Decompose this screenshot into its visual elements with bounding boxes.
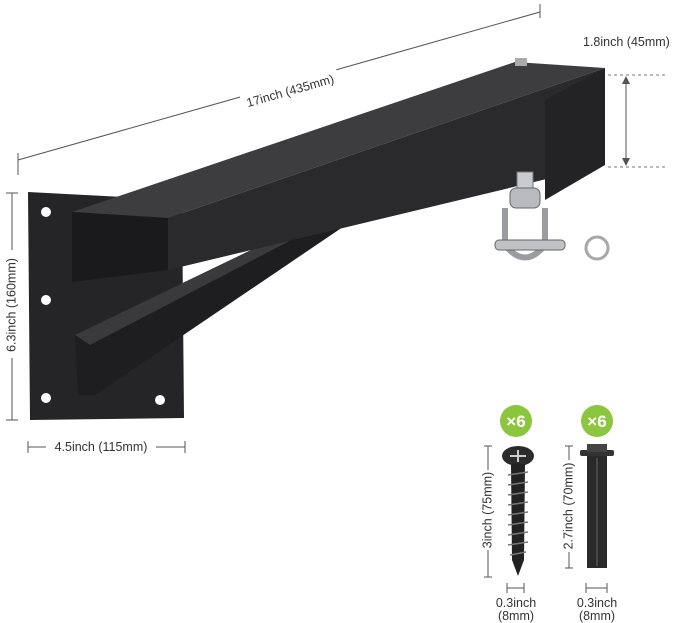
quantity-badge-text: ×6 — [587, 412, 606, 431]
wood-screw: ×6 3inch (75mm) 0.3inch (8mm) — [480, 405, 536, 623]
plate-width-label: 4.5inch (115mm) — [55, 440, 148, 454]
tube-size-label: 1.8inch (45mm) — [583, 35, 670, 49]
dimension-tube-size: 1.8inch (45mm) — [583, 35, 670, 168]
screw-diameter-mm: (8mm) — [498, 609, 534, 623]
bolt-diameter-mm: (8mm) — [579, 609, 615, 623]
dimension-plate-width: 4.5inch (115mm) — [27, 439, 186, 455]
quantity-badge-text: ×6 — [506, 412, 525, 431]
screw-diameter-inch: 0.3inch — [496, 596, 536, 610]
expansion-bolt: ×6 2.7inch (70mm) 0.3inch (8mm) — [561, 405, 617, 623]
bolt-diameter-inch: 0.3inch — [577, 596, 617, 610]
quantity-badge — [581, 405, 613, 437]
plate-height-label: 6.3inch (160mm) — [4, 258, 18, 352]
dimension-plate-height: 6.3inch (160mm) — [4, 192, 20, 421]
main-arm — [72, 58, 605, 282]
screw-length-label: 3inch (75mm) — [480, 472, 494, 548]
swivel-hook — [494, 171, 610, 261]
quantity-badge — [500, 405, 532, 437]
diagonal-brace — [75, 212, 365, 395]
bolt-length-label: 2.7inch (70mm) — [561, 463, 575, 550]
